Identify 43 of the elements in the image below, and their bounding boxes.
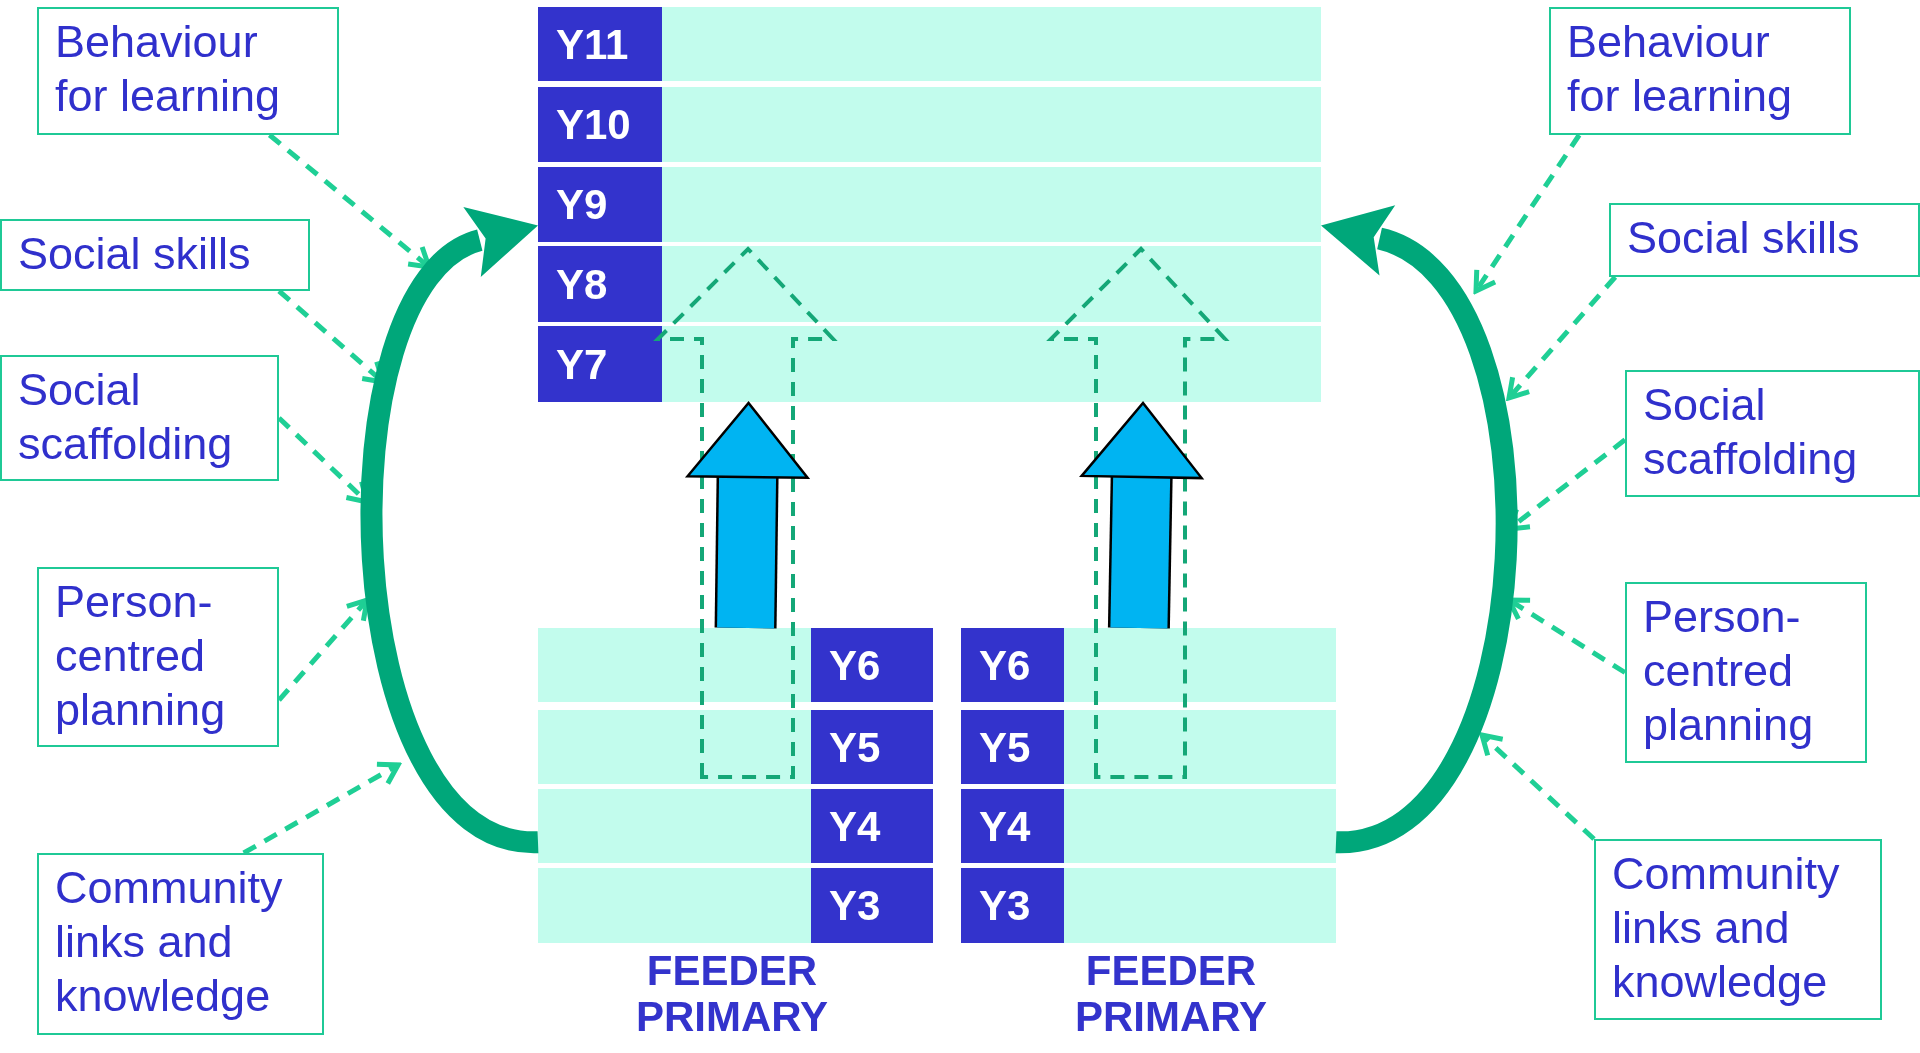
year-band xyxy=(961,710,1336,784)
year-band xyxy=(538,326,1321,402)
year-band xyxy=(538,628,933,702)
text-box: Community links and knowledge xyxy=(1594,839,1882,1020)
curved-arrow xyxy=(361,210,541,854)
year-label: Y9 xyxy=(538,167,662,242)
text-box: Person-centred planning xyxy=(1625,582,1867,763)
year-label: Y7 xyxy=(538,326,662,402)
year-band xyxy=(538,87,1321,162)
year-label: Y5 xyxy=(811,710,933,784)
year-band xyxy=(538,7,1321,81)
year-label: Y5 xyxy=(961,710,1064,784)
year-band xyxy=(538,246,1321,322)
year-band xyxy=(961,868,1336,943)
year-label: Y10 xyxy=(538,87,662,162)
year-label: Y6 xyxy=(961,628,1064,702)
text-box: Behaviour for learning xyxy=(1549,7,1851,135)
year-band xyxy=(538,710,933,784)
dashed-arrow xyxy=(267,133,432,270)
year-band xyxy=(961,628,1336,702)
text-box: Social skills xyxy=(0,219,310,291)
year-label: Y3 xyxy=(811,868,933,943)
year-band xyxy=(538,167,1321,242)
year-label: Y4 xyxy=(811,789,933,863)
year-band xyxy=(961,789,1336,863)
year-band xyxy=(538,789,933,863)
text-box: Behaviour for learning xyxy=(37,7,339,135)
dashed-arrow xyxy=(242,761,401,856)
year-band xyxy=(538,868,933,943)
text-box: Community links and knowledge xyxy=(37,853,324,1035)
group-caption: FEEDER PRIMARY xyxy=(1073,948,1269,1041)
year-label: Y4 xyxy=(961,789,1064,863)
dashed-arrow xyxy=(1506,275,1618,401)
text-box: Social skills xyxy=(1609,203,1920,277)
year-label: Y11 xyxy=(538,7,662,81)
text-box: Person-centred planning xyxy=(37,567,279,747)
year-label: Y6 xyxy=(811,628,933,702)
year-label: Y3 xyxy=(961,868,1064,943)
dashed-arrow xyxy=(1473,133,1582,294)
group-caption: FEEDER PRIMARY xyxy=(634,948,830,1041)
year-label: Y8 xyxy=(538,246,662,322)
text-box: Social scaffolding xyxy=(1625,370,1920,497)
text-box: Social scaffolding xyxy=(0,355,279,481)
